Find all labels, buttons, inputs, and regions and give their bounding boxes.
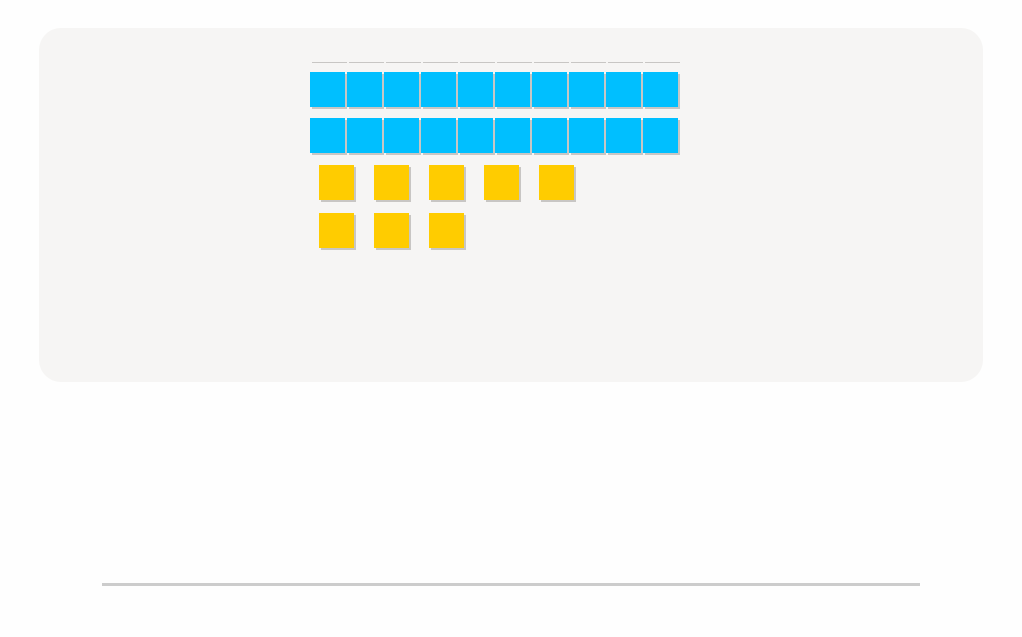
yellow-block[interactable]: [319, 213, 354, 248]
blue-block[interactable]: [310, 118, 345, 153]
yellow-block[interactable]: [374, 165, 409, 200]
column-marker: [349, 62, 384, 63]
blue-block[interactable]: [643, 72, 678, 107]
blue-block[interactable]: [569, 118, 604, 153]
slider-track[interactable]: [102, 583, 920, 586]
column-marker: [312, 62, 347, 63]
blue-block[interactable]: [384, 118, 419, 153]
yellow-block[interactable]: [429, 165, 464, 200]
blue-block[interactable]: [310, 72, 345, 107]
column-marker: [534, 62, 569, 63]
column-marker: [608, 62, 643, 63]
blue-block[interactable]: [421, 72, 456, 107]
blue-block[interactable]: [458, 72, 493, 107]
blue-block[interactable]: [347, 72, 382, 107]
blue-block[interactable]: [569, 72, 604, 107]
blue-block[interactable]: [421, 118, 456, 153]
column-marker: [645, 62, 680, 63]
column-marker: [386, 62, 421, 63]
blue-block[interactable]: [532, 118, 567, 153]
blue-block[interactable]: [347, 118, 382, 153]
yellow-block[interactable]: [429, 213, 464, 248]
blue-block[interactable]: [384, 72, 419, 107]
blue-block[interactable]: [495, 118, 530, 153]
yellow-block[interactable]: [319, 165, 354, 200]
blue-block[interactable]: [458, 118, 493, 153]
blue-block[interactable]: [606, 118, 641, 153]
yellow-block[interactable]: [539, 165, 574, 200]
blue-block[interactable]: [495, 72, 530, 107]
blue-block[interactable]: [643, 118, 678, 153]
yellow-block[interactable]: [374, 213, 409, 248]
column-marker: [460, 62, 495, 63]
yellow-block[interactable]: [484, 165, 519, 200]
blue-block[interactable]: [532, 72, 567, 107]
column-marker: [571, 62, 606, 63]
column-marker: [497, 62, 532, 63]
column-marker: [423, 62, 458, 63]
blue-block[interactable]: [606, 72, 641, 107]
